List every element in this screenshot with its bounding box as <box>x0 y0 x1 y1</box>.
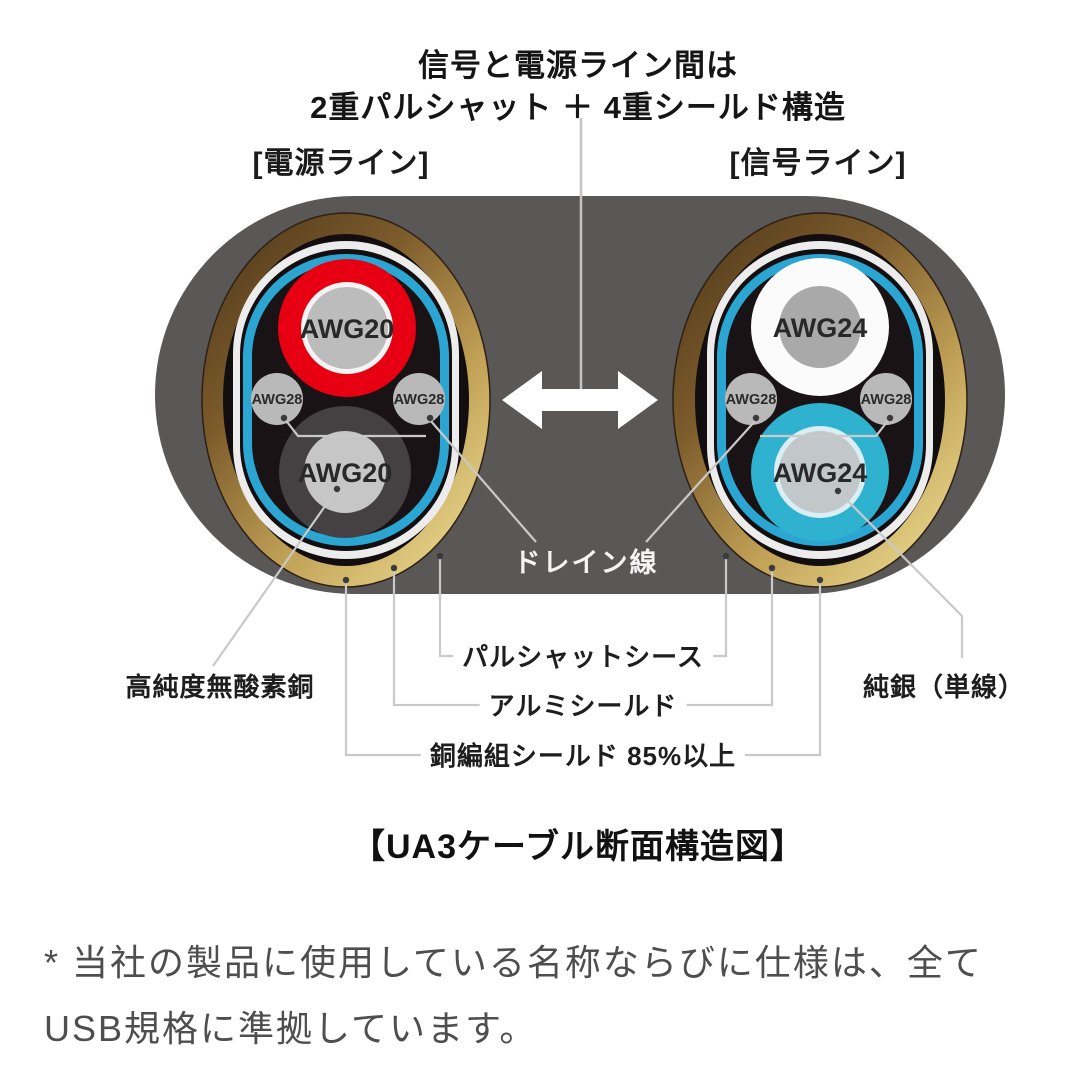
power-left-drain-wire <box>251 373 303 425</box>
power-right-drain-wire <box>393 373 445 425</box>
power-left-drain-gauge: AWG28 <box>252 392 303 408</box>
leader-signal-drain-connector <box>760 417 891 438</box>
signal-line-label: [信号ライン] <box>729 147 907 180</box>
figure-caption: 【UA3ケーブル断面構造図】 <box>351 828 805 866</box>
signal-right-drain-gauge: AWG28 <box>861 392 912 408</box>
power-core: AWG20 AWG20 AWG28 AWG28 <box>201 212 491 588</box>
power-bottom-wire-gauge: AWG20 <box>298 458 393 488</box>
pulshut-sheath-label: パルシャットシース <box>453 642 713 673</box>
signal-right-drain-wire <box>860 373 912 425</box>
footnote-line1: * 当社の製品に使用している名称ならびに仕様は、全て <box>44 942 983 983</box>
leader-ofc-copper <box>212 488 338 667</box>
signal-bottom-wire-gauge: AWG24 <box>773 458 868 488</box>
figure-title-line2: 2重パルシャット ＋ 4重シールド構造 <box>310 90 846 125</box>
drain-wire-label: ドレイン線 <box>513 548 659 578</box>
copper-braid-shield-label: 銅編組シールド 85%以上 <box>420 741 746 772</box>
power-bottom-wire-conductor <box>304 431 386 513</box>
power-top-wire-gauge: AWG20 <box>300 314 395 344</box>
signal-left-drain-gauge: AWG28 <box>726 392 777 408</box>
aluminum-shield-label: アルミシールド <box>479 691 687 722</box>
pure-silver-label: 純銀（単線） <box>862 672 1026 702</box>
power-line-label: [電源ライン] <box>252 147 430 180</box>
leader-pure-silver <box>837 490 964 658</box>
signal-top-wire-conductor <box>779 286 861 368</box>
footnote-line2: USB規格に準拠しています。 <box>44 1008 538 1049</box>
signal-core: AWG24 AWG24 AWG28 AWG28 <box>672 212 968 588</box>
signal-top-wire-gauge: AWG24 <box>773 313 868 343</box>
leader-dots <box>280 414 894 584</box>
power-right-drain-gauge: AWG28 <box>394 392 445 408</box>
leader-signal-drain-to-label <box>645 419 757 543</box>
figure-title-line1: 信号と電源ライン間は <box>418 48 738 83</box>
oxygen-free-copper-label: 高純度無酸素銅 <box>125 672 315 702</box>
double-arrow-icon <box>502 371 658 429</box>
leader-power-drain-connector <box>283 417 426 438</box>
power-top-wire-conductor <box>306 287 388 369</box>
signal-left-drain-wire <box>725 373 777 425</box>
leader-power-drain-to-label <box>429 419 537 543</box>
